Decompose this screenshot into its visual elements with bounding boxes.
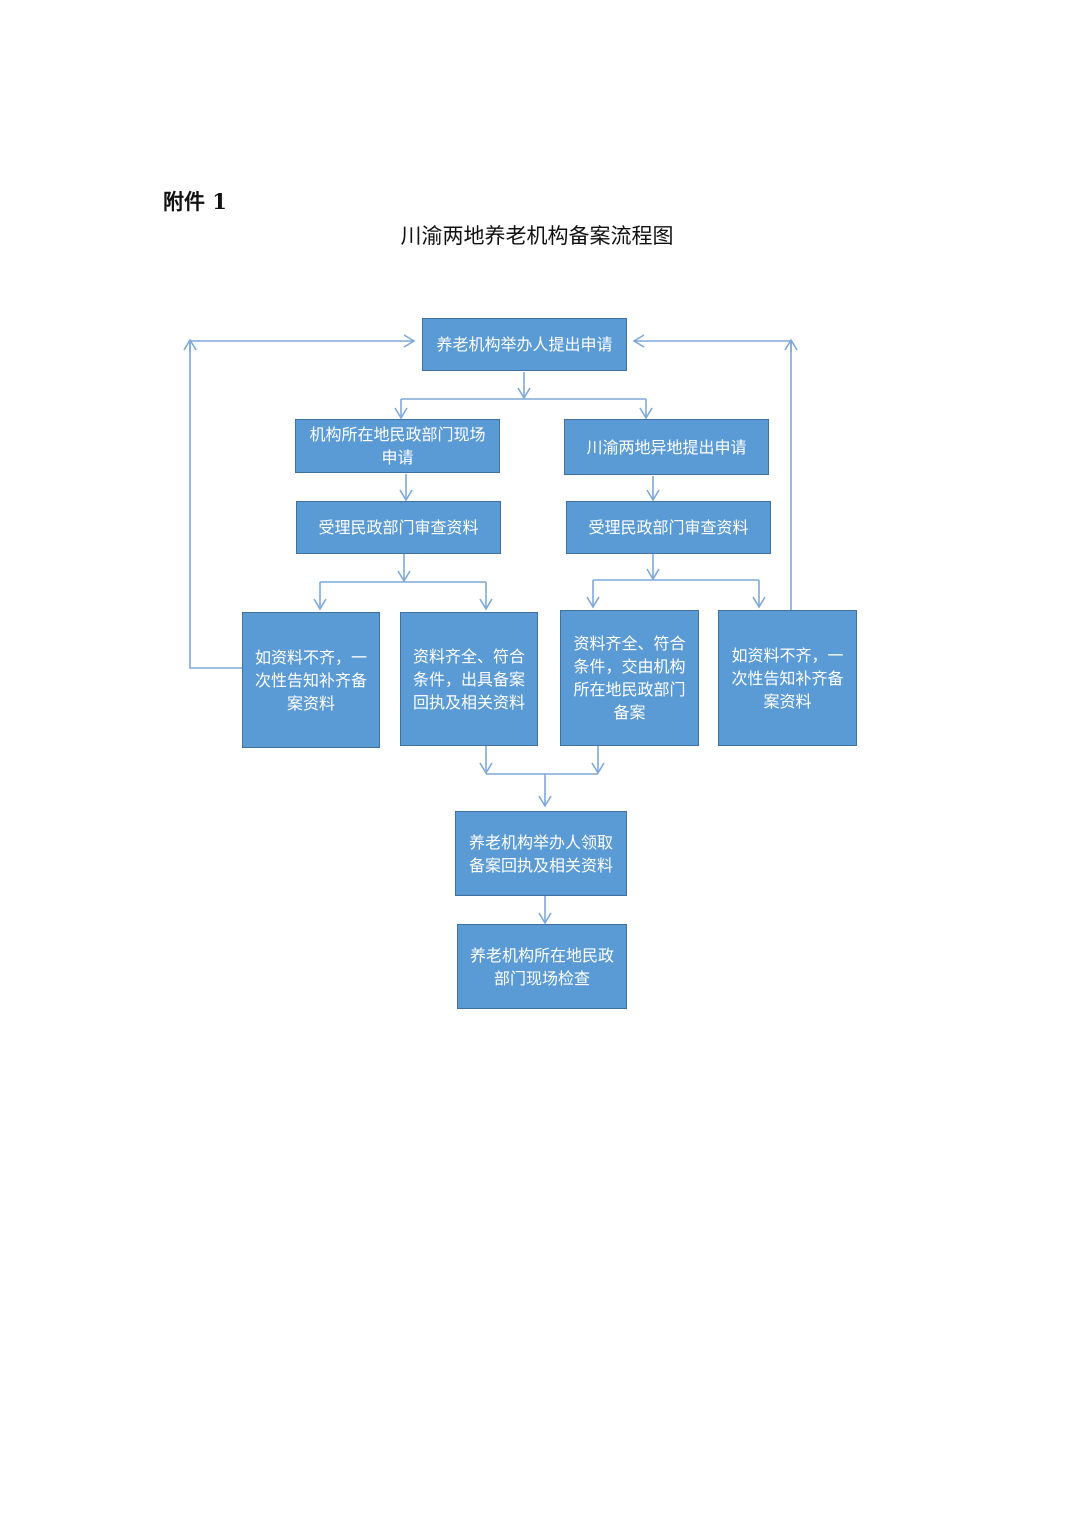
connector-loop-right [632,334,792,610]
inspect-box: 养老机构所在地民政 部门现场检查 [457,924,627,1009]
start-box: 养老机构举办人提出申请 [422,318,627,371]
attachment-label: 附件 1 [163,189,227,214]
review-left-box: 受理民政部门审查资料 [296,501,501,554]
complete-left-box: 资料齐全、符合 条件，出具备案 回执及相关资料 [400,612,538,746]
incomplete-left-box: 如资料不齐，一 次性告知补齐备 案资料 [242,612,380,748]
remote-apply-box: 川渝两地异地提出申请 [564,419,769,475]
collect-box: 养老机构举办人领取 备案回执及相关资料 [455,811,627,896]
connector-loop-left [189,334,416,669]
review-right-box: 受理民政部门审查资料 [566,501,771,554]
complete-right-box: 资料齐全、符合 条件，交由机构 所在地民政部门 备案 [560,610,699,746]
page-title: 川渝两地养老机构备案流程图 [400,224,674,248]
local-apply-box: 机构所在地民政部门现场 申请 [295,419,500,473]
incomplete-right-box: 如资料不齐，一 次性告知补齐备 案资料 [718,610,857,746]
